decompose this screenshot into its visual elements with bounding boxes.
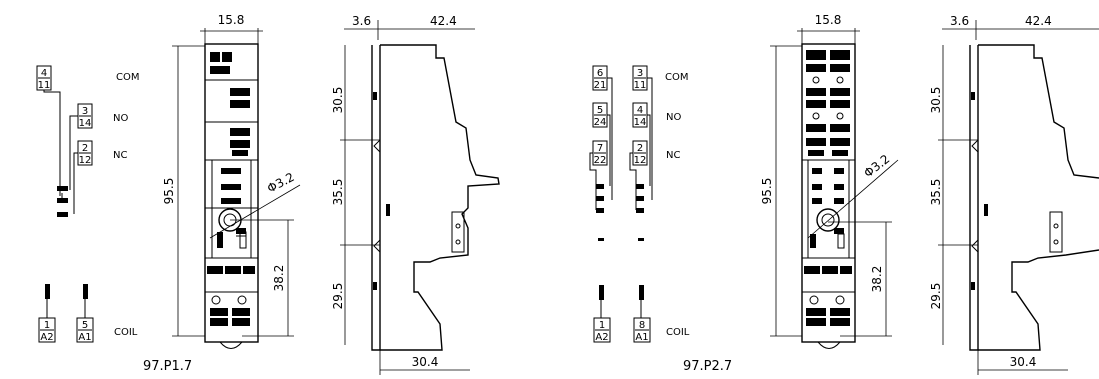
dim-side-e-right: 29.5 xyxy=(929,283,943,310)
terminal-nc-a-top: 7 xyxy=(597,143,603,154)
label-nc-right: NC xyxy=(666,150,680,161)
dim-width-right: 15.8 xyxy=(815,13,842,27)
right-side-view: 3.6 42.4 30.5 35.5 29.5 30.4 xyxy=(929,14,1099,375)
terminal-nc-bottom: 12 xyxy=(79,155,92,166)
terminal-no-top: 3 xyxy=(82,106,88,117)
terminal-com-bottom: 11 xyxy=(38,80,51,91)
left-front-view: 15.8 95.5 Φ3.2 38.2 xyxy=(162,13,301,349)
terminal-no-b-bottom: 14 xyxy=(634,117,647,128)
label-com-right: COM xyxy=(665,72,688,83)
dim-side-a-right: 3.6 xyxy=(950,14,969,28)
dim-width-left: 15.8 xyxy=(218,13,245,27)
right-front-view: 15.8 95.5 Φ3.2 38.2 xyxy=(760,13,899,349)
terminal-coil-a-bottom: A2 xyxy=(40,332,53,343)
label-coil: COIL xyxy=(114,327,138,338)
terminal-coil-b-top-right: 8 xyxy=(639,320,645,331)
dim-hole-left: Φ3.2 xyxy=(265,170,297,196)
terminal-coil-a-bottom-right: A2 xyxy=(595,332,608,343)
terminal-nc-b-bottom: 12 xyxy=(634,155,647,166)
dim-side-e-left: 29.5 xyxy=(331,283,345,310)
dim-side-b-left: 42.4 xyxy=(430,14,457,28)
dim-side-d-left: 35.5 xyxy=(331,179,345,206)
dim-height-right: 95.5 xyxy=(760,178,774,205)
dim-hole-height-left: 38.2 xyxy=(272,265,286,292)
label-no-right: NO xyxy=(666,112,681,123)
left-side-view: 3.6 42.4 30.5 35.5 29.5 30.4 xyxy=(331,14,500,375)
dim-side-c-left: 30.5 xyxy=(331,87,345,114)
terminal-com-b-bottom: 11 xyxy=(634,80,647,91)
dim-hole-height-right: 38.2 xyxy=(870,266,884,293)
terminal-nc-b-top: 2 xyxy=(637,143,643,154)
terminal-coil-b-bottom: A1 xyxy=(78,332,91,343)
label-nc: NC xyxy=(113,150,127,161)
terminal-coil-a-top: 1 xyxy=(44,320,50,331)
dim-side-f-left: 30.4 xyxy=(412,355,439,369)
terminal-nc-a-bottom: 22 xyxy=(594,155,607,166)
left-wiring-diagram: 4 11 COM 3 14 NO 2 12 NC 1 A2 5 A1 COIL xyxy=(36,65,139,343)
dim-hole-right: Φ3.2 xyxy=(861,152,892,181)
terminal-no-bottom: 14 xyxy=(79,118,92,129)
terminal-com-a-bottom: 21 xyxy=(594,80,607,91)
terminal-no-a-bottom: 24 xyxy=(594,117,607,128)
label-com: COM xyxy=(116,72,139,83)
dim-height-left: 95.5 xyxy=(162,178,176,205)
label-coil-right: COIL xyxy=(666,327,690,338)
right-wiring-diagram: 6 21 3 11 COM 5 24 4 14 NO 7 22 2 12 NC … xyxy=(589,65,690,343)
terminal-com-top: 4 xyxy=(41,68,47,79)
dim-side-c-right: 30.5 xyxy=(929,87,943,114)
terminal-no-a-top: 5 xyxy=(597,105,603,116)
terminal-coil-b-top: 5 xyxy=(82,320,88,331)
label-no: NO xyxy=(113,113,128,124)
dim-side-b-right: 42.4 xyxy=(1025,14,1052,28)
terminal-coil-b-bottom-right: A1 xyxy=(635,332,648,343)
terminal-nc-top: 2 xyxy=(82,143,88,154)
terminal-com-b-top: 3 xyxy=(637,68,643,79)
dim-side-a-left: 3.6 xyxy=(352,14,371,28)
model-label-left: 97.P1.7 xyxy=(143,359,192,374)
model-label-right: 97.P2.7 xyxy=(683,359,732,374)
terminal-coil-a-top-right: 1 xyxy=(599,320,605,331)
terminal-no-b-top: 4 xyxy=(637,105,643,116)
dim-side-d-right: 35.5 xyxy=(929,179,943,206)
dim-side-f-right: 30.4 xyxy=(1010,355,1037,369)
terminal-com-a-top: 6 xyxy=(597,68,603,79)
